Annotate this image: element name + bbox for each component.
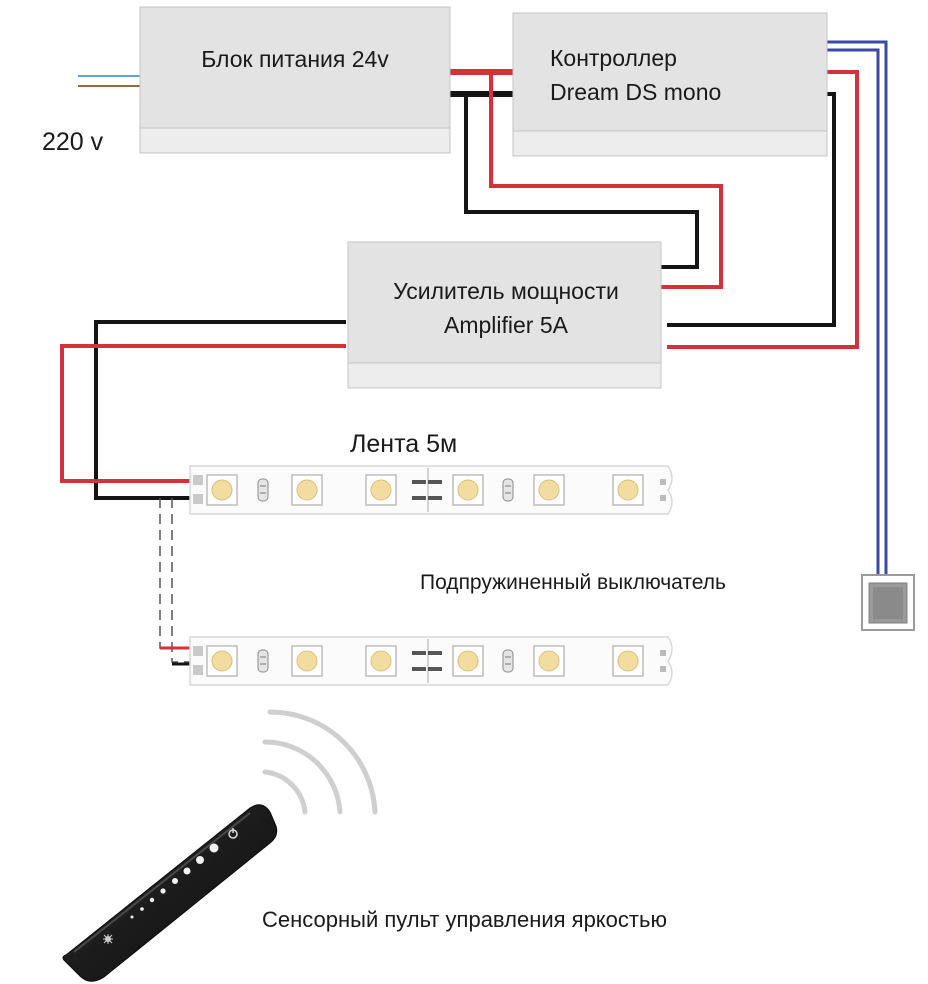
led-chip-lens xyxy=(296,650,318,672)
solder-pad xyxy=(193,494,203,504)
power-supply-label: Блок питания 24v xyxy=(201,46,389,72)
controller-label-line2: Dream DS mono xyxy=(550,79,721,105)
controller-box: Контроллер Dream DS mono xyxy=(512,12,828,157)
led-strip-2 xyxy=(189,636,673,686)
led-chip-lens xyxy=(617,650,639,672)
led-chip-lens xyxy=(370,479,392,501)
cut-pad xyxy=(428,480,442,484)
amplifier-label-line1: Усилитель мощности xyxy=(393,278,619,304)
solder-pad xyxy=(660,479,666,485)
amplifier-box: Усилитель мощности Amplifier 5A xyxy=(347,241,662,389)
solder-pad xyxy=(193,646,203,656)
power-supply-box: Блок питания 24v xyxy=(139,6,451,154)
power-icon xyxy=(228,828,238,839)
solder-pad xyxy=(660,666,666,672)
cut-pad xyxy=(412,667,426,671)
resistor xyxy=(502,478,514,502)
switch-wires xyxy=(827,40,888,577)
amplifier-label-line2: Amplifier 5A xyxy=(444,312,569,338)
resistor xyxy=(257,478,269,502)
cut-pad xyxy=(412,496,426,500)
led-chip-lens xyxy=(296,479,318,501)
touch-remote xyxy=(62,804,278,982)
led-chip-lens xyxy=(457,479,479,501)
spring-switch xyxy=(861,574,915,631)
cut-pad xyxy=(428,651,442,655)
led-strip-1 xyxy=(189,465,673,515)
controller-label-line1: Контроллер xyxy=(550,45,677,71)
controller-amplifier-wires xyxy=(667,70,859,349)
brightness-dots xyxy=(130,843,219,919)
switch-label: Подпружиненный выключатель xyxy=(420,571,726,594)
mains-cable xyxy=(78,75,140,87)
led-chip-lens xyxy=(538,650,560,672)
cut-pad xyxy=(428,496,442,500)
psu-controller-wires xyxy=(448,69,515,97)
led-chip-lens xyxy=(617,479,639,501)
dashed-continuation xyxy=(159,498,190,666)
resistor xyxy=(502,649,514,673)
solder-pad xyxy=(193,475,203,485)
led-chip-lens xyxy=(457,650,479,672)
solder-pad xyxy=(660,650,666,656)
signal-waves-icon xyxy=(262,709,378,815)
cut-pad xyxy=(412,480,426,484)
remote-label: Сенсорный пульт управления яркостью xyxy=(262,907,667,932)
mains-voltage-label: 220 v xyxy=(42,128,104,156)
cut-pad xyxy=(412,651,426,655)
cut-pad xyxy=(428,667,442,671)
solder-pad xyxy=(660,495,666,501)
solder-pad xyxy=(193,665,203,675)
led-chip-lens xyxy=(211,479,233,501)
led-chip-lens xyxy=(211,650,233,672)
led-chip-lens xyxy=(538,479,560,501)
led-chip-lens xyxy=(370,650,392,672)
psu-amplifier-wires xyxy=(464,72,723,289)
resistor xyxy=(257,649,269,673)
amplifier-strip-wires xyxy=(60,320,346,500)
brightness-icon xyxy=(103,934,113,944)
strip-label: Лента 5м xyxy=(350,430,457,458)
